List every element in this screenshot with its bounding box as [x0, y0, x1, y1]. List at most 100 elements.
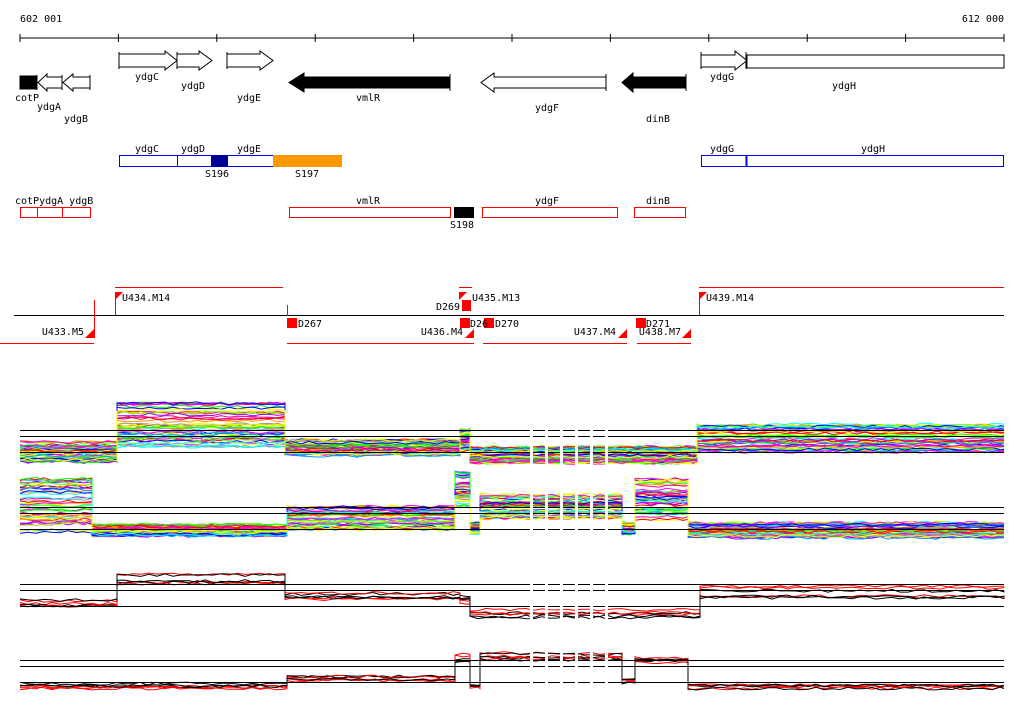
data-gap	[560, 504, 563, 624]
segment-S198[interactable]	[454, 207, 474, 218]
gene-ydgH[interactable]	[746, 54, 1005, 69]
expression-profile	[19, 657, 1005, 688]
gene-ydgG[interactable]	[700, 49, 748, 72]
gene-labels: cotP ydgA ydgB ydgC ydgD ydgE vmlR ydgF …	[15, 72, 856, 125]
transcript-track: U434.M14 U435.M13 U439.M14 U433.M5 U436.…	[0, 287, 1004, 344]
gene-label-dinB: dinB	[646, 114, 670, 125]
data-gap	[545, 350, 548, 470]
label-D268: D26	[470, 319, 488, 330]
blue-label-ydgH: ydgH	[861, 144, 885, 155]
transcript-U434[interactable]: U434.M14	[122, 293, 170, 304]
gene-dinB[interactable]	[621, 71, 687, 94]
data-gap	[575, 580, 578, 700]
expression-profile	[19, 416, 1005, 453]
gene-track	[19, 49, 1005, 94]
gene-ydgE[interactable]	[226, 50, 274, 71]
transcript-U436[interactable]: U436.M4	[421, 327, 463, 338]
label-S196: S196	[205, 169, 229, 180]
flag-U438	[682, 329, 691, 338]
expression-profile	[19, 427, 1005, 464]
marker-D271[interactable]	[636, 318, 646, 328]
data-gap	[530, 350, 533, 470]
transcript-U438[interactable]: U438.M7	[639, 327, 681, 338]
data-gap	[575, 427, 578, 547]
expression-profile	[19, 493, 1005, 537]
expression-profile	[19, 579, 1005, 619]
gene-vmlR[interactable]	[288, 72, 451, 93]
transcript-U435[interactable]: U435.M13	[472, 293, 520, 304]
data-gap	[605, 504, 608, 624]
expression-track-4	[19, 580, 1005, 700]
label-D269: D269	[436, 302, 460, 313]
gene-ydgD[interactable]	[176, 50, 213, 71]
marker-D268[interactable]	[460, 318, 470, 328]
expression-profile	[19, 572, 1005, 612]
expression-profile	[19, 477, 1005, 531]
flag-U433	[85, 329, 94, 338]
data-gap	[560, 580, 563, 700]
red-box-ydgF[interactable]	[482, 207, 618, 218]
data-gap	[575, 350, 578, 470]
data-gap	[530, 504, 533, 624]
gene-ydgA[interactable]	[36, 72, 63, 93]
marker-D270[interactable]	[484, 318, 494, 328]
expression-profile	[19, 412, 1005, 464]
flag-U435	[459, 292, 467, 300]
gene-label-vmlR: vmlR	[356, 93, 381, 104]
transcript-U439[interactable]: U439.M14	[706, 293, 754, 304]
data-gap	[575, 504, 578, 624]
gene-label-ydgA: ydgA	[37, 102, 61, 113]
gene-ydgC[interactable]	[118, 49, 178, 72]
data-gap	[545, 427, 548, 547]
gene-label-ydgG: ydgG	[710, 72, 734, 83]
expression-track-2	[19, 427, 1005, 547]
red-box-dinB[interactable]	[634, 207, 686, 218]
gene-label-ydgF: ydgF	[535, 103, 559, 114]
expression-profile	[19, 430, 1005, 457]
label-D267: D267	[298, 319, 322, 330]
expression-tracks	[19, 350, 1005, 700]
marker-D269[interactable]	[462, 300, 471, 311]
data-gap	[545, 504, 548, 624]
flag-U436	[465, 329, 474, 338]
data-gap	[590, 504, 593, 624]
expression-profile	[19, 654, 1005, 691]
blue-label-ydgC: ydgC	[135, 144, 159, 155]
ruler: 602 001 612 000	[19, 14, 1005, 42]
transcript-U437[interactable]: U437.M4	[574, 327, 616, 338]
expression-track-1	[19, 350, 1005, 470]
gene-cotP[interactable]	[19, 75, 38, 90]
blue-label-ydgG: ydgG	[710, 144, 734, 155]
expression-profile	[19, 655, 1005, 691]
red-label-cotP-ydgA-ydgB: cotPydgA ydgB	[15, 196, 93, 207]
expression-profile	[19, 581, 1005, 615]
red-operon-track	[20, 207, 686, 218]
segment-S196[interactable]	[211, 155, 228, 167]
data-gap	[605, 350, 608, 470]
data-gap	[560, 427, 563, 547]
gene-label-ydgE: ydgE	[237, 93, 261, 104]
blue-label-ydgE: ydgE	[237, 144, 261, 155]
expression-profile	[19, 492, 1005, 534]
gene-ydgB[interactable]	[62, 72, 91, 93]
expression-profile	[19, 479, 1005, 538]
data-gap	[590, 427, 593, 547]
flag-U439	[699, 292, 707, 300]
red-operon-labels: cotPydgA ydgB vmlR S198 ydgF dinB	[15, 196, 670, 231]
flag-U437	[618, 329, 627, 338]
gene-label-ydgD: ydgD	[181, 81, 205, 92]
label-S198: S198	[450, 220, 474, 231]
blue-operon-track: ydgC ydgD ydgE S196 S197 ydgG ydgH	[119, 144, 1004, 180]
marker-D267[interactable]	[287, 318, 297, 328]
gene-ydgF[interactable]	[480, 72, 607, 93]
data-gap	[545, 580, 548, 700]
transcript-U433[interactable]: U433.M5	[42, 327, 84, 338]
segment-S197[interactable]	[273, 155, 342, 167]
red-box-vmlR[interactable]	[289, 207, 451, 218]
gene-label-cotP: cotP	[15, 93, 39, 104]
expression-profile	[19, 425, 1005, 455]
expression-profile	[19, 422, 1005, 454]
ruler-end-label: 612 000	[962, 14, 1004, 25]
blue-label-ydgD: ydgD	[181, 144, 205, 155]
